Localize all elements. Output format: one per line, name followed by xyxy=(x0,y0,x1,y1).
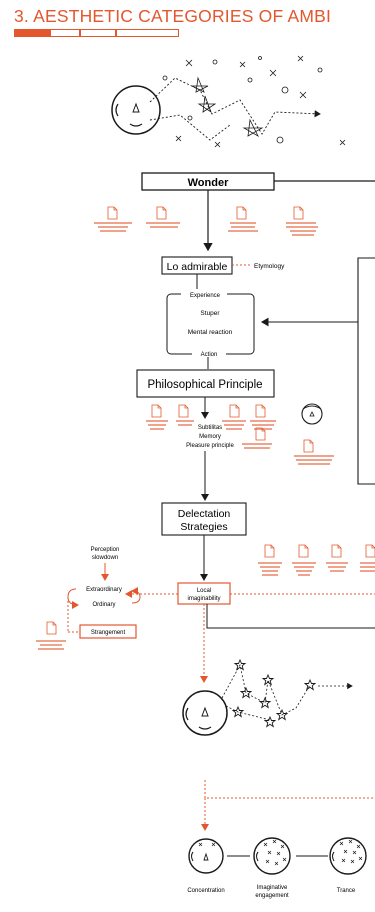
experience-cycle xyxy=(166,293,255,355)
head-icon xyxy=(188,838,224,874)
progress-bar xyxy=(14,29,179,37)
philosophical-principle-node xyxy=(136,369,275,398)
head-icon xyxy=(111,85,161,135)
progress-segment-filled xyxy=(14,29,50,37)
action-label: Action xyxy=(201,352,218,358)
concentration-label: Concentration xyxy=(187,888,224,894)
imaginative-label-line1: Imaginative xyxy=(257,885,288,891)
head-icon xyxy=(301,403,323,425)
stars-constellation-icon xyxy=(149,55,346,148)
reference-documents xyxy=(36,621,66,650)
extraordinary-label: Extraordinary xyxy=(86,587,122,593)
progress-segment xyxy=(116,29,179,37)
pleasure-principle-label: Pleasure principle xyxy=(186,443,234,449)
mental-reaction-label: Mental reaction xyxy=(188,329,233,336)
strangement-node xyxy=(79,624,137,639)
philosophical-principle-label: Philosophical Principle xyxy=(147,379,262,391)
reference-documents xyxy=(258,544,375,576)
connector xyxy=(206,604,375,629)
delectation-strategies-node xyxy=(161,502,247,536)
local-label-line2: imaginability xyxy=(187,596,220,602)
lo-admirable-label: Lo admirable xyxy=(167,261,228,273)
progress-segment xyxy=(80,29,116,37)
etymology-label: Etymology xyxy=(254,263,285,270)
page-title: 3. AESTHETIC CATEGORIES OF AMBI xyxy=(14,6,332,26)
stars-constellation-icon xyxy=(221,659,316,727)
head-with-stars-icon xyxy=(329,837,367,875)
subtilitas-label: Subtilitas xyxy=(198,425,222,431)
reference-documents xyxy=(146,404,334,465)
perception-label-line2: slowdown xyxy=(92,555,118,561)
reference-documents xyxy=(94,206,318,236)
delectation-label-line2: Strategies xyxy=(180,521,227,533)
head-with-stars-icon xyxy=(253,837,291,875)
progress-segment xyxy=(50,29,80,37)
ordinary-label: Ordinary xyxy=(92,602,115,608)
right-bracket xyxy=(357,257,375,485)
memory-label: Memory xyxy=(199,434,221,440)
stuper-label: Stuper xyxy=(200,310,220,317)
experience-label: Experience xyxy=(190,293,221,299)
strangement-label: Strangement xyxy=(91,630,126,636)
trance-label: Trance xyxy=(337,888,356,894)
wonder-label: Wonder xyxy=(188,177,229,189)
delectation-label-line1: Delectation xyxy=(178,508,231,520)
connector xyxy=(204,780,375,799)
local-label-line1: Local xyxy=(197,588,211,594)
perception-label-line1: Perception xyxy=(91,547,120,553)
imaginative-label-line2: engagement xyxy=(255,893,289,899)
head-icon xyxy=(182,690,228,736)
